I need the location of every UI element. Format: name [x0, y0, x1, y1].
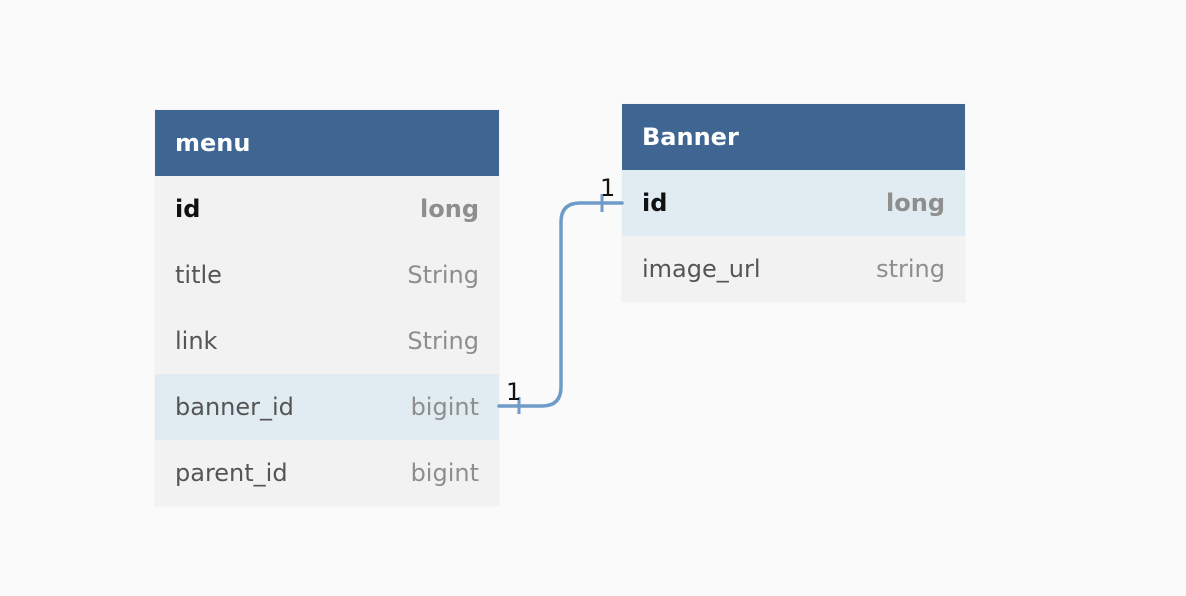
table-menu[interactable]: menu id long title String link String ba… [155, 110, 499, 506]
field-name: id [642, 189, 668, 217]
field-row-link[interactable]: link String [155, 308, 499, 374]
field-row-id[interactable]: id long [155, 176, 499, 242]
field-type: bigint [410, 393, 479, 421]
field-name: title [175, 261, 222, 289]
field-type: long [886, 189, 945, 217]
table-banner-header[interactable]: Banner [622, 104, 965, 170]
field-name: image_url [642, 255, 761, 283]
field-row-banner-id[interactable]: banner_id bigint [155, 374, 499, 440]
field-name: banner_id [175, 393, 294, 421]
table-banner[interactable]: Banner id long image_url string [622, 104, 965, 302]
relation-line[interactable] [497, 201, 624, 408]
field-name: link [175, 327, 218, 355]
field-row-title[interactable]: title String [155, 242, 499, 308]
field-row-parent-id[interactable]: parent_id bigint [155, 440, 499, 506]
field-name: parent_id [175, 459, 288, 487]
field-type: bigint [410, 459, 479, 487]
field-name: id [175, 195, 201, 223]
field-type: long [420, 195, 479, 223]
field-row-image-url[interactable]: image_url string [622, 236, 965, 302]
field-row-id[interactable]: id long [622, 170, 965, 236]
cardinality-label-to: 1 [600, 174, 615, 202]
field-type: String [407, 261, 479, 289]
table-menu-header[interactable]: menu [155, 110, 499, 176]
field-type: string [876, 255, 945, 283]
field-type: String [407, 327, 479, 355]
cardinality-label-from: 1 [506, 378, 521, 406]
